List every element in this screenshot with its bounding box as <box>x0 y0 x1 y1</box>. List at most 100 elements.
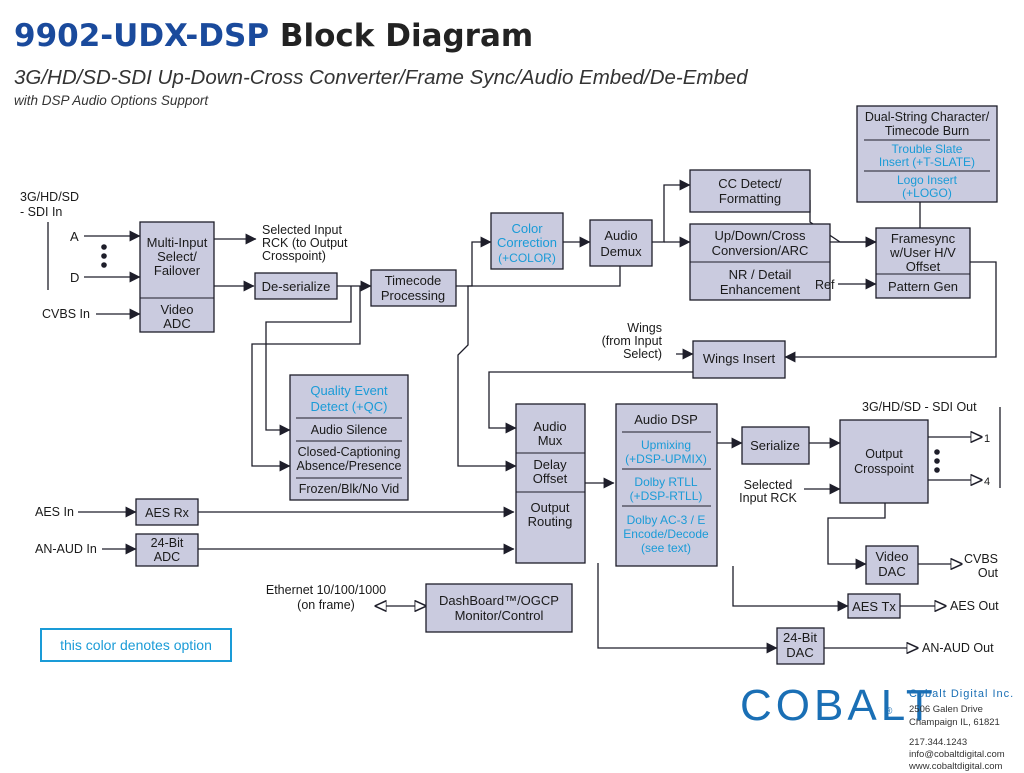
trouble-slate-label-2: Insert (+T-SLATE) <box>879 155 975 169</box>
logo-insert-label-1: Logo Insert <box>897 173 958 187</box>
an-aud-in-label: AN-AUD In <box>35 542 97 556</box>
aes-out-label: AES Out <box>950 599 999 613</box>
cc-detect-label-1: CC Detect/ <box>718 176 782 191</box>
video-dac-label-2: DAC <box>878 564 905 579</box>
nr-detail-label-1: NR / Detail <box>729 267 792 282</box>
sdi-in-label-1: 3G/HD/SD <box>20 190 79 204</box>
selected-input-label-2: RCK (to Output <box>262 236 348 250</box>
dashboard-label-1: DashBoard™/OGCP <box>439 593 559 608</box>
ethernet-label-2: (on frame) <box>297 598 355 612</box>
dac-24-label-2: DAC <box>786 645 813 660</box>
sel-rck-label-2: Input RCK <box>739 491 797 505</box>
adc-24-label-1: 24-Bit <box>151 536 184 550</box>
audio-dsp-block: Audio DSP Upmixing (+DSP-UPMIX) Dolby RT… <box>615 403 718 567</box>
updown-label-1: Up/Down/Cross <box>714 228 806 243</box>
cc-detect-label-2: Formatting <box>719 191 781 206</box>
ethernet-label-1: Ethernet 10/100/1000 <box>266 583 386 597</box>
serialize-label: Serialize <box>750 438 800 453</box>
aes-tx-block: AES Tx <box>847 593 901 619</box>
trouble-slate-label-1: Trouble Slate <box>892 142 963 156</box>
dolby-rtll-label-1: Dolby RTLL <box>634 475 697 489</box>
delay-offset-label-1: Delay <box>533 457 567 472</box>
sdi-in-label-2: - SDI In <box>20 205 62 219</box>
address-line-2: Champaign IL, 61821 <box>909 717 1000 728</box>
video-dac-label-1: Video <box>875 549 908 564</box>
dolby-rtll-label-2: (+DSP-RTLL) <box>630 489 703 503</box>
multi-input-label-2: Select/ <box>157 249 197 264</box>
quality-event-block: Quality Event Detect (+QC) Audio Silence… <box>289 374 409 501</box>
updown-label-2: Conversion/ARC <box>712 243 809 258</box>
framesync-block: Framesync w/User H/V Offset Pattern Gen <box>875 227 971 299</box>
color-corr-label-2: Correction <box>497 235 557 250</box>
upmixing-label-2: (+DSP-UPMIX) <box>625 452 707 466</box>
logo-insert-label-2: (+LOGO) <box>902 186 952 200</box>
char-burn-label-1: Dual-String Character/ <box>865 110 990 124</box>
dac-24-block: 24-Bit DAC <box>776 627 825 665</box>
address-line-1: 2506 Galen Drive <box>909 704 983 715</box>
output-crosspoint-block: Output Crosspoint <box>839 419 929 504</box>
audio-dsp-label: Audio DSP <box>634 412 698 427</box>
updown-conversion-block: Up/Down/Cross Conversion/ARC NR / Detail… <box>689 223 831 301</box>
color-corr-label-3: (+COLOR) <box>498 251 556 265</box>
timecode-label-1: Timecode <box>385 273 442 288</box>
audio-mux-label-2: Mux <box>538 433 563 448</box>
page-title: 9902-UDX-DSP Block Diagram <box>14 18 533 54</box>
title-model: 9902-UDX-DSP <box>14 18 270 54</box>
upmixing-label-1: Upmixing <box>641 438 691 452</box>
audio-demux-label-1: Audio <box>604 228 637 243</box>
deserialize-label: De-serialize <box>262 279 331 294</box>
multi-input-label-3: Failover <box>154 263 201 278</box>
io-labels: 3G/HD/SD - SDI In A D CVBS In Selected I… <box>20 190 999 655</box>
color-corr-label-1: Color <box>511 221 543 236</box>
framesync-label-2: w/User H/V <box>889 245 956 260</box>
selected-input-label-1: Selected Input <box>262 223 342 237</box>
dolby-ac3-label-3: (see text) <box>641 541 691 555</box>
aes-in-label: AES In <box>35 505 74 519</box>
dashboard-block: DashBoard™/OGCP Monitor/Control <box>425 583 573 633</box>
output-routing-label-2: Routing <box>528 514 573 529</box>
delay-offset-label-2: Offset <box>533 471 568 486</box>
audio-mux-label-1: Audio <box>533 419 566 434</box>
wings-label-3: Select) <box>623 347 662 361</box>
audio-demux-block: Audio Demux <box>589 219 653 267</box>
input-d-label: D <box>70 270 79 285</box>
subtitle: 3G/HD/SD-SDI Up-Down-Cross Converter/Fra… <box>14 66 748 89</box>
dashboard-label-2: Monitor/Control <box>455 608 544 623</box>
sdi-out-label: 3G/HD/SD - SDI Out <box>862 400 977 414</box>
video-adc-label-1: Video <box>160 302 193 317</box>
company-address: 2506 Galen Drive Champaign IL, 61821 <box>909 703 1000 729</box>
video-adc-label-2: ADC <box>163 316 190 331</box>
wings-label-2: (from Input <box>602 334 663 348</box>
wings-insert-label: Wings Insert <box>703 351 776 366</box>
frozen-label: Frozen/Blk/No Vid <box>299 482 400 496</box>
cvbs-out-label-2: Out <box>978 566 999 580</box>
output-crosspoint-label-1: Output <box>865 447 903 461</box>
framesync-label-3: Offset <box>906 259 941 274</box>
output-crosspoint-label-2: Crosspoint <box>854 462 914 476</box>
adc-24-block: 24-Bit ADC <box>135 533 199 567</box>
deserialize-block: De-serialize <box>254 272 338 300</box>
cvbs-in-label: CVBS In <box>42 307 90 321</box>
email-link[interactable]: info@cobaltdigital.com <box>909 749 1005 760</box>
input-a-label: A <box>70 229 79 244</box>
nr-detail-label-2: Enhancement <box>720 282 801 297</box>
audio-demux-label-2: Demux <box>600 244 642 259</box>
sel-rck-label-1: Selected <box>744 478 793 492</box>
ref-label: Ref <box>815 278 835 292</box>
title-suffix: Block Diagram <box>279 18 534 54</box>
timecode-block: Timecode Processing <box>370 269 457 307</box>
website-link[interactable]: www.cobaltdigital.com <box>909 761 1003 772</box>
multi-input-select-block: Multi-Input Select/ Failover Video ADC <box>139 221 215 333</box>
sdi-out-1-label: 1 <box>984 433 990 445</box>
cc-absence-label-1: Closed-Captioning <box>298 445 401 459</box>
dac-24-label-1: 24-Bit <box>783 630 817 645</box>
audio-mux-block: Audio Mux Delay Offset Output Routing <box>515 403 586 564</box>
aes-rx-label: AES Rx <box>145 506 190 520</box>
cobalt-logo: COBALT <box>740 681 937 730</box>
dolby-ac3-label-2: Encode/Decode <box>623 527 709 541</box>
phone: 217.344.1243 <box>909 737 968 748</box>
output-routing-label-1: Output <box>530 500 569 515</box>
registered-mark: ® <box>885 706 893 717</box>
audio-silence-label: Audio Silence <box>311 423 387 437</box>
